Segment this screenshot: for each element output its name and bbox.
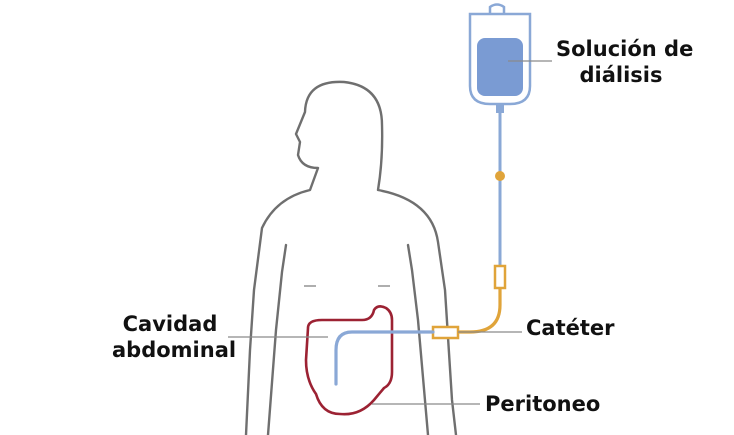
- catheter-connector: [433, 327, 458, 338]
- peritoneum-outline: [306, 306, 392, 414]
- drip-chamber-dot: [495, 171, 505, 181]
- bag-fluid: [477, 38, 523, 96]
- right-arm-inner-outline: [408, 245, 428, 435]
- label-catheter: Catéter: [526, 315, 615, 341]
- label-peritoneum: Peritoneo: [485, 391, 600, 417]
- label-dialysis-solution-line1: Solución de: [556, 36, 686, 62]
- tube-clamp: [495, 266, 505, 288]
- label-dialysis-solution: Solución de diálisis: [556, 36, 686, 89]
- label-dialysis-solution-line2: diálisis: [556, 62, 686, 88]
- bag-neck: [497, 104, 503, 112]
- catheter-inside: [336, 332, 433, 384]
- label-abdominal-cavity: Cavidad abdominal: [112, 311, 228, 364]
- bag-hook: [490, 5, 504, 15]
- label-abdominal-cavity-line2: abdominal: [112, 337, 228, 363]
- label-abdominal-cavity-line1: Cavidad: [112, 311, 228, 337]
- catheter-tube: [458, 288, 500, 332]
- left-arm-inner-outline: [268, 245, 286, 435]
